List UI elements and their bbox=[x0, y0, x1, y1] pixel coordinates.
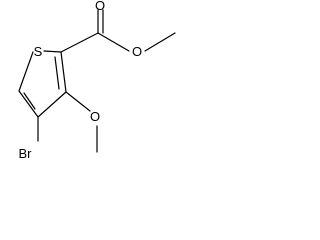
bond-c2-c4 bbox=[18, 90, 39, 118]
bond-c5-c3-inner bbox=[54, 56, 60, 90]
bond-c5-c3 bbox=[60, 51, 67, 93]
bond-ester-o-methyl bbox=[144, 32, 176, 52]
bond-c2-c4-inner bbox=[23, 92, 36, 110]
atom-label-methoxy-oxygen: O bbox=[90, 109, 100, 124]
bond-s-c5 bbox=[43, 50, 62, 53]
atom-label-bromine: Br bbox=[19, 146, 33, 161]
bond-c5-carbonyl bbox=[60, 32, 99, 53]
chemical-structure-drawing: S O O O Br bbox=[18, 0, 176, 161]
atom-label-sulfur: S bbox=[34, 44, 43, 59]
bond-c3-c2 bbox=[37, 91, 67, 118]
atom-label-ester-oxygen: O bbox=[132, 44, 142, 59]
bond-c3-methoxy-o bbox=[65, 91, 91, 112]
atom-label-carbonyl-oxygen: O bbox=[95, 0, 105, 13]
chemical-structure-canvas: S O O O Br bbox=[0, 0, 182, 162]
bond-carbonyl-ester-o bbox=[97, 32, 130, 52]
bond-s-c4 bbox=[18, 51, 34, 92]
